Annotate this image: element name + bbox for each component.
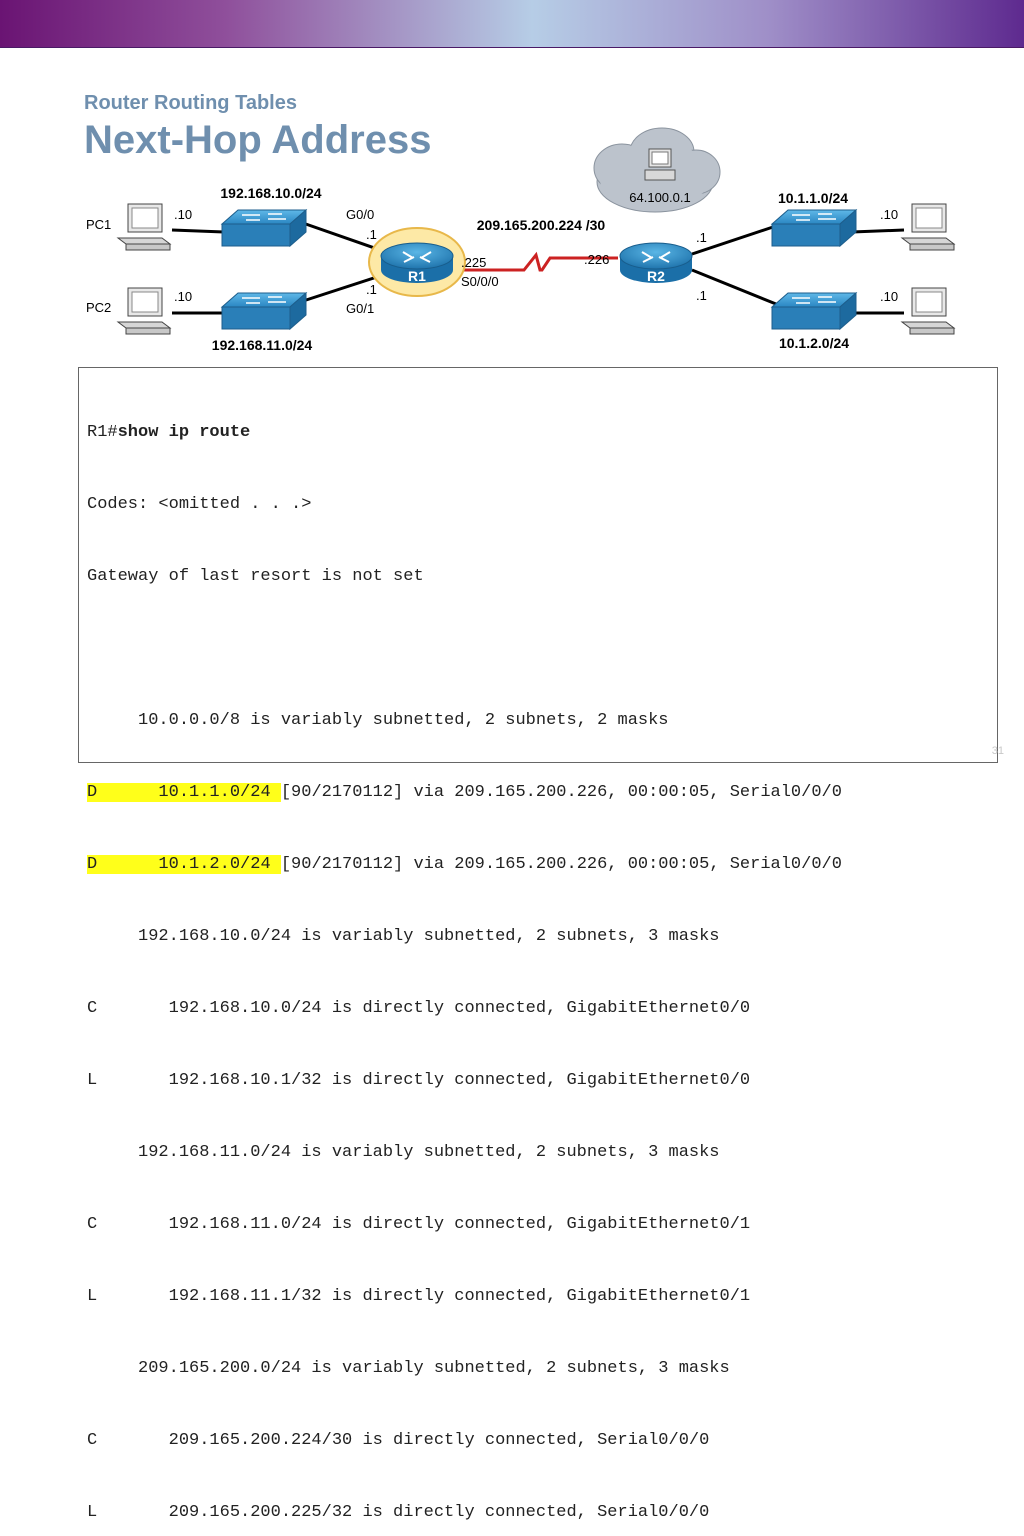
pc2-address: .10 <box>174 289 192 304</box>
terminal-line-192-11-header: 192.168.11.0/24 is variably subnetted, 2… <box>87 1143 720 1162</box>
route-network: 10.1.1.0/24 <box>158 783 271 802</box>
route-details: [90/2170112] via 209.165.200.226, 00:00:… <box>280 783 842 802</box>
link-r2-sw4 <box>691 268 777 306</box>
terminal-line-209-header: 209.165.200.0/24 is variably subnetted, … <box>87 1359 730 1378</box>
page-number: 31 <box>991 745 1004 757</box>
terminal-line-192-10-header: 192.168.10.0/24 is variably subnetted, 2… <box>87 927 720 946</box>
pc4-icon <box>900 287 956 335</box>
r1-g00-address: .1 <box>366 227 377 242</box>
cli-command: show ip route <box>117 423 251 442</box>
route-row-local-192-11: L 192.168.11.1/32 is directly connected,… <box>87 1287 751 1306</box>
route-row-eigrp-10-1-1: D 10.1.1.0/24 [90/2170112] via 209.165.2… <box>87 781 842 805</box>
route-row-local-192-10: L 192.168.10.1/32 is directly connected,… <box>87 1071 751 1090</box>
route-code: D <box>87 783 98 802</box>
pc2-label: PC2 <box>86 300 111 315</box>
route-row-local-209: L 209.165.200.225/32 is directly connect… <box>87 1503 710 1522</box>
wan-network-label: 209.165.200.224 /30 <box>477 217 606 233</box>
pc3-address: .10 <box>880 207 898 222</box>
router-r1-label: R1 <box>408 268 426 284</box>
server-host-icon <box>644 148 676 181</box>
terminal-line-10-header: 10.0.0.0/8 is variably subnetted, 2 subn… <box>87 711 669 730</box>
r2-top-address: .1 <box>696 230 707 245</box>
terminal-output-box: R1#show ip route Codes: <omitted . . .> … <box>78 367 998 1522</box>
link-r1-r2-serial <box>456 251 618 272</box>
route-row-connected-209: C 209.165.200.224/30 is directly connect… <box>87 1431 710 1450</box>
network-topology-diagram: 64.100.0.1 <box>86 127 956 353</box>
r2-serial-address: .226 <box>584 252 609 267</box>
slide-title: Next-Hop Address <box>84 118 432 162</box>
pc3-icon <box>900 203 956 251</box>
route-row-eigrp-10-1-2: D 10.1.2.0/24 [90/2170112] via 209.165.2… <box>87 853 842 877</box>
link-sw2-r1 <box>299 272 387 304</box>
route-row-connected-192-10: C 192.168.10.0/24 is directly connected,… <box>87 999 751 1018</box>
switch-10-1-1-icon <box>770 208 858 248</box>
cloud-host-address: 64.100.0.1 <box>629 190 690 205</box>
r1-serial-address: .225 <box>461 255 486 270</box>
r1-g01-interface: G0/1 <box>346 301 374 316</box>
pc1-label: PC1 <box>86 217 111 232</box>
terminal-line-blank <box>87 637 842 661</box>
network-10-1-2-label: 10.1.2.0/24 <box>779 335 849 351</box>
links <box>171 220 905 315</box>
pc4-address: .10 <box>880 289 898 304</box>
route-code-highlight: D 10.1.1.0/24 <box>87 783 281 802</box>
pc2-icon <box>116 287 172 335</box>
route-network: 10.1.2.0/24 <box>158 855 271 874</box>
cli-prompt: R1# <box>87 423 118 442</box>
r1-g01-address: .1 <box>366 282 377 297</box>
slide-subtitle: Router Routing Tables <box>84 92 297 114</box>
route-code-highlight: D 10.1.2.0/24 <box>87 855 281 874</box>
terminal-line-gateway: Gateway of last resort is not set <box>87 567 424 586</box>
link-sw3-pc <box>851 228 905 234</box>
switch-192-168-11-icon <box>220 291 308 331</box>
route-row-connected-192-11: C 192.168.11.0/24 is directly connected,… <box>87 1215 751 1234</box>
link-r2-sw3 <box>691 224 777 256</box>
terminal-line-codes: Codes: <omitted . . .> <box>87 495 312 514</box>
top-banner <box>0 0 1024 48</box>
router-r1-icon <box>368 227 466 297</box>
switch-10-1-2-icon <box>770 291 858 331</box>
route-details: [90/2170112] via 209.165.200.226, 00:00:… <box>280 855 842 874</box>
router-r2-label: R2 <box>647 268 665 284</box>
terminal-line-command: R1#show ip route <box>87 421 842 445</box>
link-sw1-r1 <box>299 220 387 254</box>
switch-192-168-10-icon <box>220 208 308 248</box>
r1-g00-interface: G0/0 <box>346 207 374 222</box>
pc1-icon <box>116 203 172 251</box>
network-192-168-11-label: 192.168.11.0/24 <box>212 337 313 353</box>
router-r2-icon <box>619 242 693 283</box>
network-192-168-10-label: 192.168.10.0/24 <box>220 185 321 201</box>
r2-bottom-address: .1 <box>696 288 707 303</box>
network-10-1-1-label: 10.1.1.0/24 <box>778 190 848 206</box>
route-code: D <box>87 855 98 874</box>
r1-serial-interface: S0/0/0 <box>461 274 499 289</box>
link-pc1-sw1 <box>171 228 225 234</box>
pc1-address: .10 <box>174 207 192 222</box>
